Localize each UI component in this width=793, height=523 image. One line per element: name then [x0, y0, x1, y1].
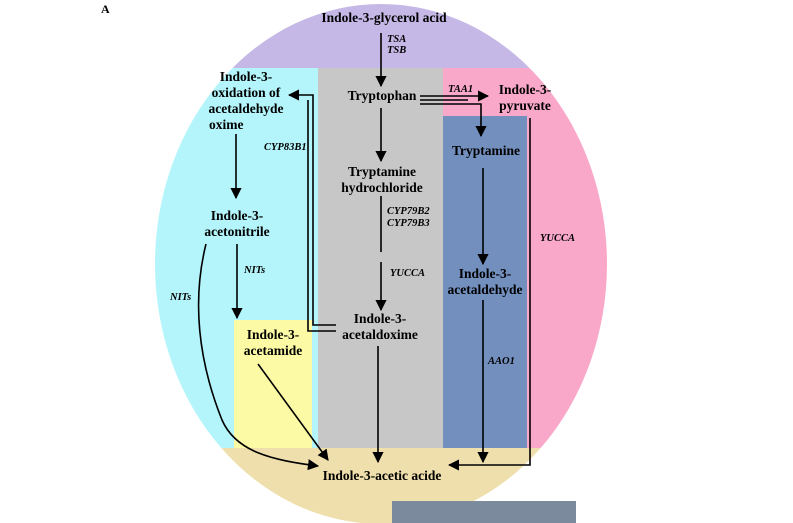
- enzyme-tsa: TSA: [387, 34, 407, 45]
- node-line: Indole-3-: [458, 266, 512, 281]
- node-line: Indole-3-: [353, 311, 407, 326]
- enzyme-aao1: AAO1: [488, 356, 515, 367]
- node-line: Indole-3-: [246, 327, 300, 342]
- node-tryptamine-hydrochloride: Tryptamine hydrochloride: [332, 164, 432, 196]
- node-indole-acetic-acid: Indole-3-acetic acide: [322, 468, 442, 483]
- node-line: Indole-3-: [210, 208, 264, 223]
- enzyme-yucca-center: YUCCA: [390, 268, 426, 279]
- node-line: Tryptamine: [348, 164, 416, 179]
- node-indole-acetaldehyde: Indole-3- acetaldehyde: [440, 266, 530, 298]
- node-indole-acetonitrile: Indole-3- acetonitrile: [194, 208, 280, 240]
- enzyme-tsb: TSB: [387, 45, 407, 56]
- node-line: acetaldoxime: [342, 327, 418, 342]
- node-indole-oxidation-acetaldehyde-oxime: Indole-3- oxidation of acetaldehyde oxim…: [200, 69, 292, 133]
- enzyme-cyp83b1: CYP83B1: [264, 142, 307, 153]
- node-line: pyruvate: [499, 98, 551, 113]
- pathway-arrows: [197, 33, 531, 471]
- node-line: Indole-3-: [219, 69, 273, 84]
- caption-box: [392, 501, 576, 523]
- node-indole-pyruvate: Indole-3- pyruvate: [488, 82, 562, 114]
- panel-label: A: [101, 2, 110, 16]
- acetaldoxime-to-oxidation-parallel: [307, 100, 336, 332]
- enzyme-nits-outer: NITs: [170, 292, 192, 303]
- enzyme-nits-inner: NITs: [244, 265, 266, 276]
- enzyme-cyp79b3: CYP79B3: [387, 218, 430, 229]
- node-line: acetaldehyde: [208, 101, 284, 116]
- tryptophan-to-tryptamine-arrow: [420, 103, 487, 138]
- enzyme-yucca-right: YUCCA: [540, 233, 576, 244]
- node-line: oxidation of: [211, 85, 281, 100]
- acetamide-to-iaa-arrow: [257, 363, 329, 461]
- acetaldoxime-to-oxidation-arrow: [287, 89, 336, 326]
- enzyme-taa1: TAA1: [448, 84, 474, 95]
- node-line: oxime: [209, 117, 244, 132]
- node-tryptophan: Tryptophan: [347, 88, 417, 103]
- node-indole-glycerol-acid: Indole-3-glycerol acid: [321, 10, 447, 25]
- node-line: acetamide: [243, 343, 303, 358]
- pyruvate-to-iaa-arrow: [447, 118, 531, 471]
- node-line: Indole-3-: [498, 82, 552, 97]
- node-tryptamine: Tryptamine: [452, 143, 520, 158]
- node-indole-acetaldoxime: Indole-3- acetaldoxime: [334, 311, 426, 343]
- node-line: acetonitrile: [204, 224, 270, 239]
- node-line: hydrochloride: [341, 180, 423, 195]
- node-line: acetaldehyde: [447, 282, 523, 297]
- enzyme-cyp79b2: CYP79B2: [387, 206, 430, 217]
- tryptamine-region: [443, 116, 527, 448]
- acetonitrile-to-iaa-arrow: [197, 243, 320, 471]
- node-indole-acetamide: Indole-3- acetamide: [234, 327, 312, 359]
